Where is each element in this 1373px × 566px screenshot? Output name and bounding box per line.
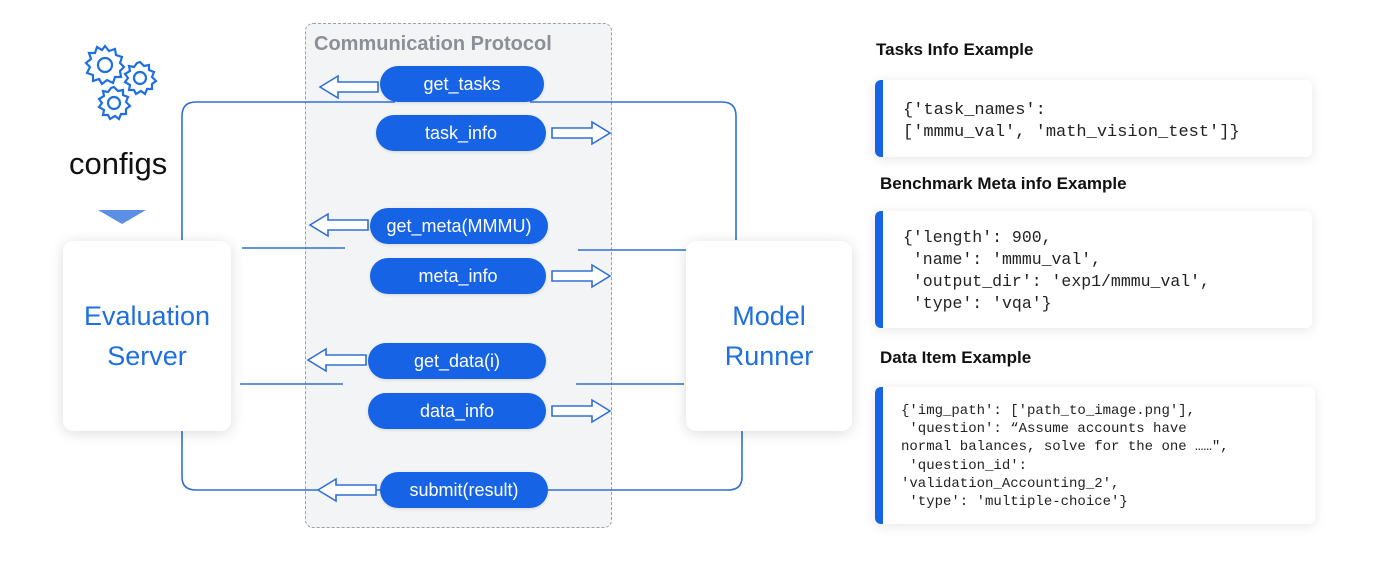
- meta-example-code: {'length': 900, 'name': 'mmmu_val', 'out…: [903, 228, 1210, 313]
- data-example-card: {'img_path': ['path_to_image.png'], 'que…: [875, 387, 1315, 524]
- model-runner-label-1: Model: [732, 301, 806, 331]
- arrow-right-icon: [551, 120, 612, 146]
- message-get-meta: get_meta(MMMU): [370, 208, 548, 244]
- communication-protocol-title: Communication Protocol: [314, 33, 552, 55]
- tasks-loop-line-right: [530, 101, 737, 240]
- evaluation-server-node: Evaluation Server: [63, 241, 231, 431]
- gears-icon: [84, 44, 158, 121]
- tasks-example-code: {'task_names': ['mmmu_val', 'math_vision…: [903, 101, 1240, 142]
- model-runner-node: Model Runner: [686, 241, 852, 431]
- message-get-data: get_data(i): [368, 343, 546, 379]
- arrow-right-icon: [551, 398, 612, 424]
- arrow-left-icon: [308, 212, 369, 238]
- message-meta-info: meta_info: [370, 258, 546, 294]
- card-accent-bar: [875, 80, 883, 157]
- configs-label: configs: [69, 146, 168, 181]
- card-accent-bar: [875, 387, 883, 524]
- arrow-left-icon: [306, 347, 367, 373]
- message-task-info: task_info: [376, 115, 546, 151]
- arrow-left-icon: [316, 477, 377, 503]
- message-data-info: data_info: [368, 393, 546, 429]
- message-get-tasks: get_tasks: [380, 66, 544, 102]
- model-runner-label-2: Runner: [724, 341, 814, 371]
- meta-example-title: Benchmark Meta info Example: [880, 174, 1127, 193]
- message-submit-result: submit(result): [380, 472, 548, 508]
- chevron-down-icon: [98, 210, 146, 224]
- evaluation-server-label-2: Server: [107, 341, 187, 371]
- tasks-loop-line: [181, 101, 395, 240]
- submit-loop-line-right: [548, 430, 743, 491]
- card-accent-bar: [875, 211, 883, 328]
- meta-example-card: {'length': 900, 'name': 'mmmu_val', 'out…: [875, 211, 1312, 328]
- tasks-example-title: Tasks Info Example: [876, 40, 1034, 59]
- arrow-left-icon: [318, 74, 379, 100]
- data-example-code: {'img_path': ['path_to_image.png'], 'que…: [901, 403, 1229, 511]
- submit-loop-line: [181, 430, 380, 491]
- data-example-title: Data Item Example: [880, 348, 1032, 367]
- evaluation-server-label-1: Evaluation: [83, 301, 211, 331]
- tasks-example-card: {'task_names': ['mmmu_val', 'math_vision…: [875, 80, 1312, 157]
- arrow-right-icon: [551, 263, 612, 289]
